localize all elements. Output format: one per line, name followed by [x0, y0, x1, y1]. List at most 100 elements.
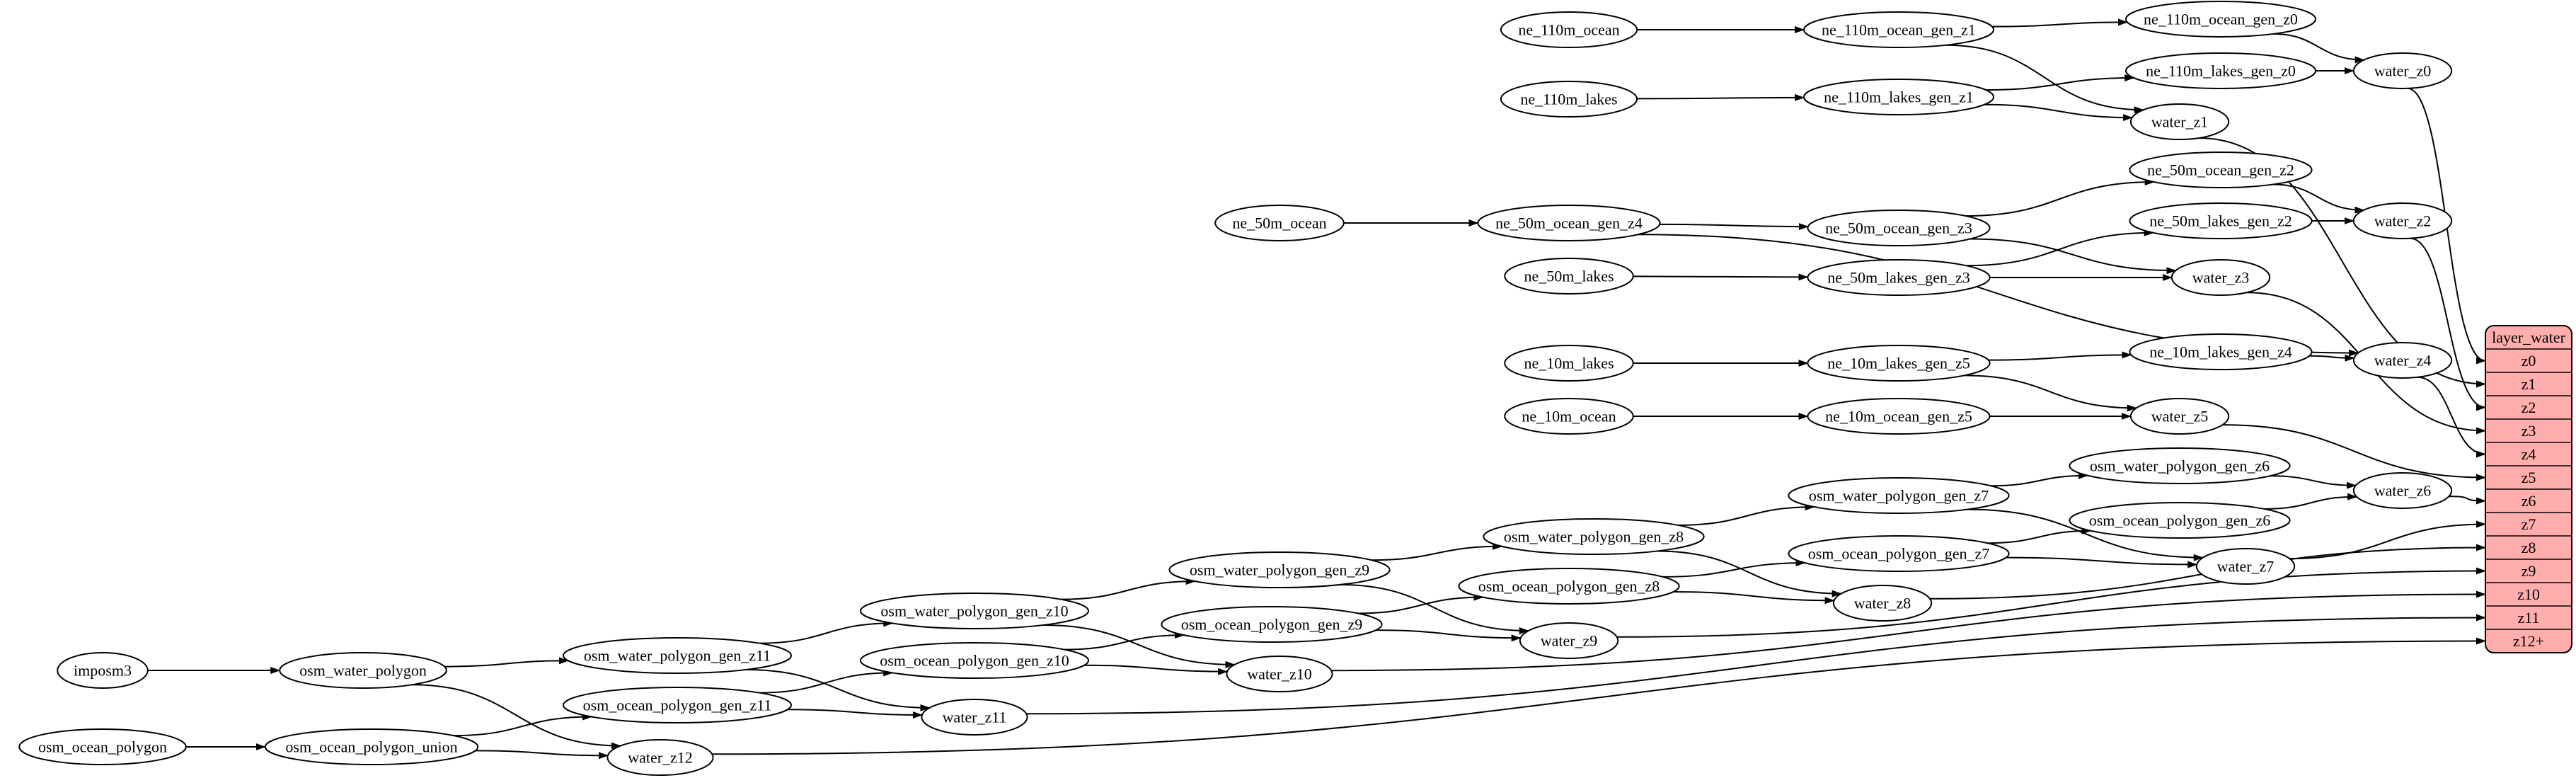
node-ne_10m_lakes_gen_z5: ne_10m_lakes_gen_z5 — [1807, 345, 1991, 382]
node-ne_110m_lakes_gen_z0: ne_110m_lakes_gen_z0 — [2125, 52, 2316, 89]
edge-osm_water_polygon_gen_z8-to-osm_water_polygon_gen_z7 — [1678, 503, 1815, 526]
node-shape — [2129, 202, 2313, 239]
record-row-z1: z1 — [2522, 375, 2536, 393]
node-label: osm_water_polygon_gen_z9 — [1190, 561, 1369, 579]
edge-osm_water_polygon_gen_z11-to-osm_water_polygon_gen_z10 — [759, 619, 894, 644]
node-osm_water_polygon_gen_z9: osm_water_polygon_gen_z9 — [1168, 551, 1391, 588]
node-water_z6: water_z6 — [2352, 472, 2453, 509]
node-osm_water_polygon_gen_z11: osm_water_polygon_gen_z11 — [563, 637, 792, 674]
edge-ne_110m_lakes_gen_z1-to-ne_110m_lakes_gen_z0 — [1985, 74, 2135, 91]
node-osm_water_polygon_gen_z7: osm_water_polygon_gen_z7 — [1788, 477, 2010, 514]
node-label: water_z3 — [2192, 269, 2250, 287]
node-label: water_z5 — [2151, 408, 2209, 425]
edge-ne_50m_ocean_gen_z2-to-water_z2 — [2272, 183, 2365, 214]
edge-osm_ocean_polygon_gen_z6-to-water_z6 — [2264, 493, 2358, 510]
node-shape — [1500, 81, 1638, 118]
node-label: osm_water_polygon_gen_z6 — [2090, 457, 2270, 475]
edge-ne_10m_lakes_gen_z5-to-water_z5 — [1964, 374, 2137, 412]
edge-osm_ocean_polygon_union-to-osm_ocean_polygon_gen_z11 — [454, 713, 593, 737]
node-ne_50m_ocean_gen_z3: ne_50m_ocean_gen_z3 — [1807, 210, 1991, 246]
node-shape — [1788, 477, 2010, 514]
edge-ne_110m_ocean_gen_z1-to-water_z1 — [1945, 44, 2144, 114]
node-layer: ne_110m_ocean ne_110m_ocean_gen_z1 ne_110m… — [18, 1, 2453, 776]
node-label: ne_110m_lakes_gen_z1 — [1824, 88, 1974, 106]
node-ne_10m_lakes_gen_z4: ne_10m_lakes_gen_z4 — [2129, 333, 2313, 370]
node-water_z8: water_z8 — [1832, 585, 1933, 622]
edge-osm_ocean_polygon_gen_z7-to-water_z7 — [2006, 556, 2198, 568]
record-row-z5: z5 — [2522, 469, 2536, 486]
node-shape — [1226, 656, 1333, 692]
node-osm_ocean_polygon_gen_z6: osm_ocean_polygon_gen_z6 — [2069, 502, 2291, 539]
record-row-z3: z3 — [2522, 422, 2536, 440]
node-label: water_z4 — [2374, 352, 2432, 370]
edge-osm_ocean_polygon_gen_z8-to-osm_ocean_polygon_gen_z7 — [1662, 559, 1806, 578]
node-shape — [1803, 79, 1994, 115]
edge-water_z5-to-layer_water-z5 — [2222, 424, 2486, 481]
node-label: osm_ocean_polygon_gen_z11 — [583, 697, 772, 714]
node-osm_ocean_polygon: osm_ocean_polygon — [18, 728, 187, 765]
node-shape — [1458, 568, 1680, 605]
node-ne_50m_ocean_gen_z4: ne_50m_ocean_gen_z4 — [1477, 205, 1661, 241]
node-water_z12: water_z12 — [606, 739, 714, 776]
node-shape — [18, 728, 187, 765]
node-osm_water_polygon: osm_water_polygon — [279, 652, 447, 689]
edge-osm_water_polygon_gen_z6-to-water_z6 — [2270, 475, 2357, 489]
node-label: ne_50m_lakes_gen_z2 — [2149, 212, 2292, 230]
edge-osm_ocean_polygon_gen_z10-to-osm_ocean_polygon_gen_z9 — [1064, 631, 1185, 651]
edge-ne_50m_lakes-to-ne_50m_lakes_gen_z3 — [1633, 273, 1809, 281]
node-label: ne_110m_lakes_gen_z0 — [2146, 62, 2296, 80]
node-shape — [2352, 52, 2453, 89]
node-shape — [921, 699, 1028, 736]
node-water_z5: water_z5 — [2129, 398, 2230, 435]
node-label: water_z11 — [943, 709, 1007, 726]
edge-osm_water_polygon_gen_z10-to-osm_water_polygon_gen_z9 — [1060, 578, 1196, 600]
edge-osm_ocean_polygon_gen_z7-to-osm_ocean_polygon_gen_z6 — [1987, 527, 2092, 544]
node-label: ne_50m_lakes — [1524, 268, 1614, 285]
node-shape — [1807, 259, 1991, 296]
node-ne_50m_lakes_gen_z3: ne_50m_lakes_gen_z3 — [1807, 259, 1991, 296]
edge-osm_ocean_polygon_union-to-water_z12 — [475, 750, 609, 760]
node-shape — [1832, 585, 1933, 622]
edge-water_z2-to-layer_water-z2 — [2410, 237, 2486, 411]
edge-water_z6-to-layer_water-z6 — [2449, 496, 2486, 505]
edge-osm_ocean_polygon_gen_z8-to-water_z8 — [1673, 591, 1835, 605]
node-label: osm_water_polygon_gen_z8 — [1504, 528, 1684, 546]
edge-osm_water_polygon_gen_z8-to-water_z8 — [1656, 550, 1842, 597]
node-ne_110m_lakes_gen_z1: ne_110m_lakes_gen_z1 — [1803, 79, 1994, 115]
edge-ne_50m_ocean_gen_z4-to-ne_50m_ocean_gen_z3 — [1660, 223, 1809, 231]
node-ne_110m_ocean: ne_110m_ocean — [1500, 11, 1638, 48]
node-shape — [2352, 342, 2453, 379]
edge-osm_water_polygon-to-water_z12 — [412, 684, 621, 750]
node-water_z9: water_z9 — [1519, 622, 1619, 659]
node-osm_water_polygon_gen_z8: osm_water_polygon_gen_z8 — [1483, 518, 1705, 555]
node-shape — [1168, 551, 1391, 588]
record-title: layer_water — [2492, 328, 2565, 346]
node-label: ne_50m_lakes_gen_z3 — [1827, 269, 1970, 287]
node-label: ne_110m_ocean_gen_z1 — [1822, 21, 1976, 39]
node-shape — [1161, 606, 1383, 643]
node-shape — [2352, 202, 2453, 239]
node-label: ne_110m_lakes — [1520, 91, 1617, 108]
node-shape — [57, 652, 149, 689]
edge-ne_10m_lakes_gen_z4-to-water_z4 — [2308, 354, 2355, 362]
node-label: water_z8 — [1854, 595, 1911, 612]
node-ne_50m_ocean_gen_z2: ne_50m_ocean_gen_z2 — [2129, 151, 2313, 188]
node-label: osm_water_polygon_gen_z11 — [584, 647, 771, 665]
node-shape — [2129, 333, 2313, 370]
node-label: osm_ocean_polygon_gen_z10 — [880, 652, 1069, 670]
node-label: osm_ocean_polygon_union — [285, 738, 457, 756]
node-label: ne_110m_ocean_gen_z0 — [2144, 11, 2298, 28]
node-label: osm_ocean_polygon_gen_z7 — [1808, 545, 1990, 563]
node-osm_ocean_polygon_gen_z10: osm_ocean_polygon_gen_z10 — [860, 642, 1089, 679]
edge-osm_ocean_polygon_gen_z9-to-water_z9 — [1376, 629, 1522, 642]
edge-osm_water_polygon_gen_z7-to-osm_water_polygon_gen_z6 — [1990, 471, 2088, 487]
edge-layer — [147, 18, 2486, 760]
edge-ne_50m_lakes_gen_z3-to-ne_50m_lakes_gen_z2 — [1966, 229, 2154, 267]
node-ne_10m_ocean: ne_10m_ocean — [1504, 398, 1634, 435]
node-shape — [606, 739, 714, 776]
node-osm_ocean_polygon_union: osm_ocean_polygon_union — [264, 728, 479, 765]
edge-ne_110m_lakes-to-ne_110m_lakes_gen_z1 — [1637, 93, 1805, 101]
node-shape — [1519, 622, 1619, 659]
edge-osm_ocean_polygon_gen_z9-to-osm_ocean_polygon_gen_z8 — [1357, 593, 1484, 614]
